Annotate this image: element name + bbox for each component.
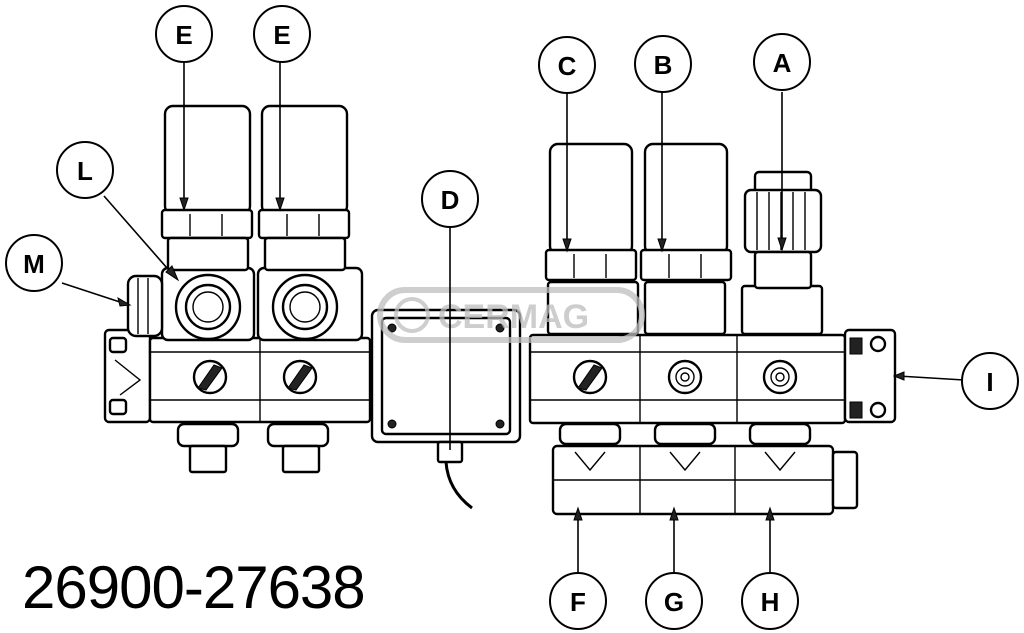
callout-b: B [634, 35, 692, 93]
callout-letter-i: I [986, 367, 993, 397]
leader-lines [61, 62, 965, 578]
watermark-text: CERMAG [438, 298, 589, 336]
callout-letter-e: E [273, 20, 290, 50]
callout-g: G [645, 572, 703, 630]
actuator-caps-right [544, 142, 733, 282]
right-manifold [528, 280, 897, 425]
callout-letter-d: D [441, 185, 460, 215]
callout-m: M [5, 234, 63, 292]
left-manifold [103, 266, 372, 474]
callout-letter-a: A [773, 48, 792, 78]
callout-letter-b: B [654, 50, 673, 80]
callout-letter-e: E [175, 20, 192, 50]
callout-e-right: E [253, 5, 311, 63]
callout-l: L [56, 141, 114, 199]
part-number-label: 26900-27638 [22, 554, 366, 621]
callout-e-left: E [155, 5, 213, 63]
callout-letter-m: M [23, 249, 45, 279]
callout-i: I [961, 352, 1019, 410]
callout-letter-h: H [761, 587, 780, 617]
pressure-knob [743, 170, 823, 290]
callout-letter-l: L [77, 156, 93, 186]
callout-letter-f: F [570, 587, 586, 617]
actuator-caps-e [160, 104, 351, 272]
cermag-watermark: CERMAG [377, 287, 645, 343]
callout-d: D [421, 170, 479, 228]
callout-h: H [741, 572, 799, 630]
callout-letter-g: G [664, 587, 684, 617]
callout-letter-c: C [558, 51, 577, 81]
callout-c: C [538, 36, 596, 94]
callout-f: F [549, 572, 607, 630]
bottom-outlets [551, 422, 859, 516]
callout-a: A [753, 33, 811, 91]
